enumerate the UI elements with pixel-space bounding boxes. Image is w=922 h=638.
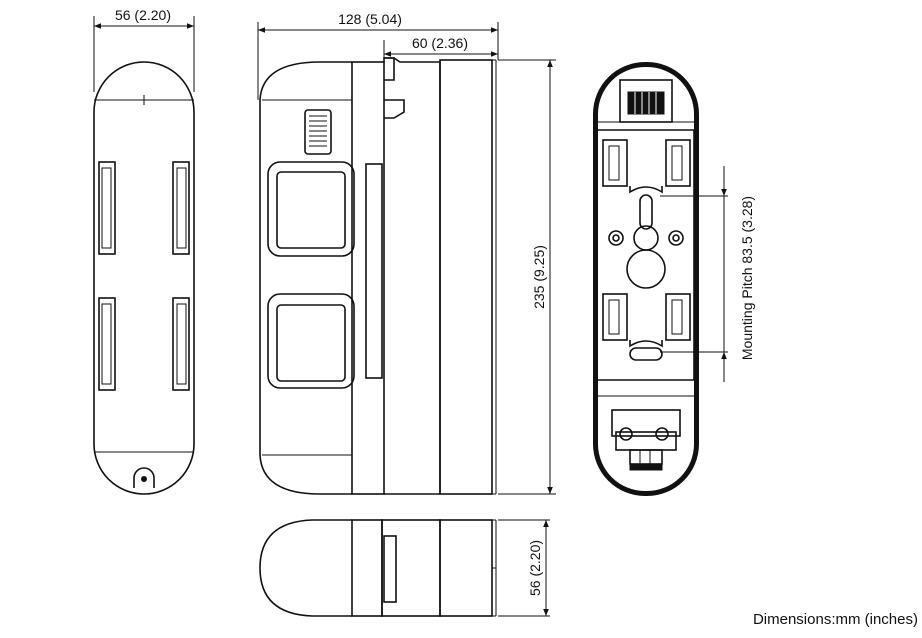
front-slot xyxy=(172,297,190,391)
units-note: Dimensions:mm (inches) xyxy=(753,611,918,628)
front-slot xyxy=(98,161,116,255)
bottom-width-label: 56 (2.20) xyxy=(527,540,543,596)
mounting-pitch-label: Mounting Pitch 83.5 (3.28) xyxy=(739,196,755,360)
side-body-depth-label: 60 (2.36) xyxy=(412,35,468,51)
upper-lens-window xyxy=(267,161,355,257)
front-width-label: 56 (2.20) xyxy=(115,7,171,23)
side-height-label: 235 (9.25) xyxy=(531,245,547,309)
side-middle-section xyxy=(351,61,385,495)
side-depth-label: 128 (5.04) xyxy=(338,11,402,27)
front-slot xyxy=(172,161,190,255)
lower-lens-window xyxy=(267,293,355,389)
back-view xyxy=(593,62,728,496)
side-view xyxy=(257,22,556,495)
front-view xyxy=(93,16,195,495)
front-body-outline xyxy=(93,61,195,495)
bottom-view xyxy=(259,519,550,617)
side-main-body xyxy=(439,59,493,495)
front-slot xyxy=(98,297,116,391)
vent-grille xyxy=(304,109,332,155)
